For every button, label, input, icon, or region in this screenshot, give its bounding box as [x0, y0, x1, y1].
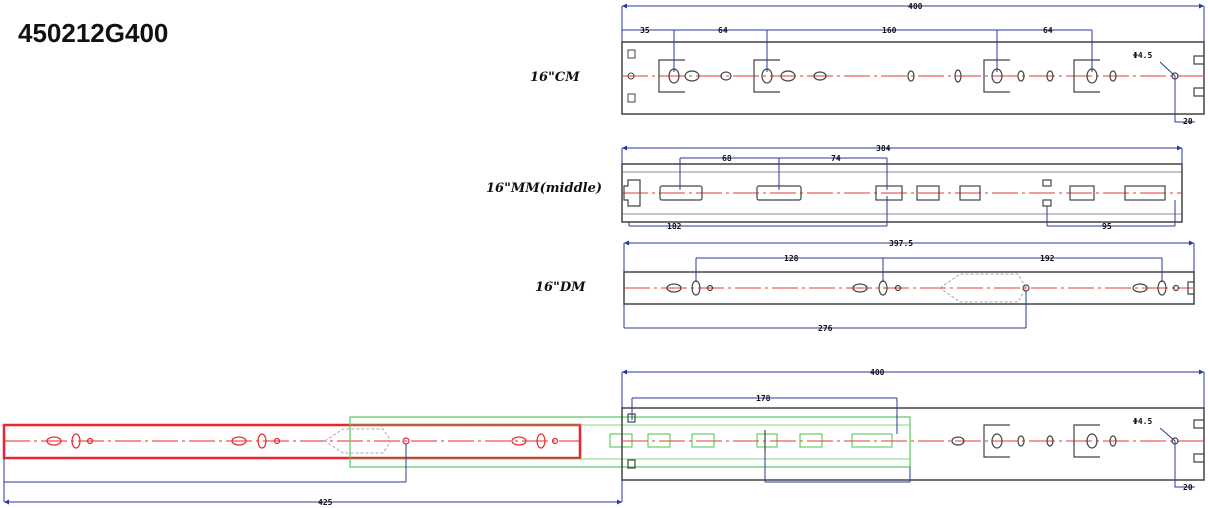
dm-dim-1: 128	[784, 254, 799, 263]
cm-dim-1: 35	[640, 26, 650, 35]
assembly-view: 400 178 Φ4.5 20 425	[2, 368, 1205, 507]
assembly-extension-dim: 425	[318, 498, 333, 507]
dm-rail: 397.5 128 192 276	[623, 239, 1195, 333]
assembly-overall-dim: 400	[870, 368, 885, 377]
middle-member-overlay	[349, 416, 911, 468]
assembly-dim-1: 178	[756, 394, 771, 403]
mm-overall-dim: 384	[876, 144, 891, 153]
mm-right-dim: 95	[1102, 222, 1112, 231]
part-number-title: 450212G400	[18, 18, 169, 48]
dm-dim-2: 192	[1040, 254, 1055, 263]
dm-bottom-dim: 276	[818, 324, 833, 333]
cm-rail-body	[621, 41, 1205, 115]
mm-left-dim: 182	[667, 222, 682, 231]
cm-end-dim: 20	[1183, 117, 1193, 126]
assembly-end-dim: 20	[1183, 483, 1193, 492]
mm-dim-1: 68	[722, 154, 732, 163]
assembly-hole-dim: Φ4.5	[1133, 417, 1152, 426]
dm-rail-label: 16"DM	[535, 280, 586, 295]
mm-dim-2: 74	[831, 154, 841, 163]
cm-dim-2: 64	[718, 26, 728, 35]
cm-overall-dim: 400	[908, 2, 923, 11]
cm-dim-3: 160	[882, 26, 897, 35]
cm-hole-dim: Φ4.5	[1133, 51, 1152, 60]
cm-rail-label: 16"CM	[530, 70, 580, 85]
cm-dim-4: 64	[1043, 26, 1053, 35]
cm-rail: 400 35 64 160 64 Φ4.5 20	[621, 2, 1205, 126]
outer-member	[621, 407, 1205, 481]
mm-rail-label: 16"MM(middle)	[486, 181, 603, 196]
dm-overall-dim: 397.5	[889, 239, 913, 248]
mm-rail: 384 68 74 182 95	[621, 144, 1183, 231]
